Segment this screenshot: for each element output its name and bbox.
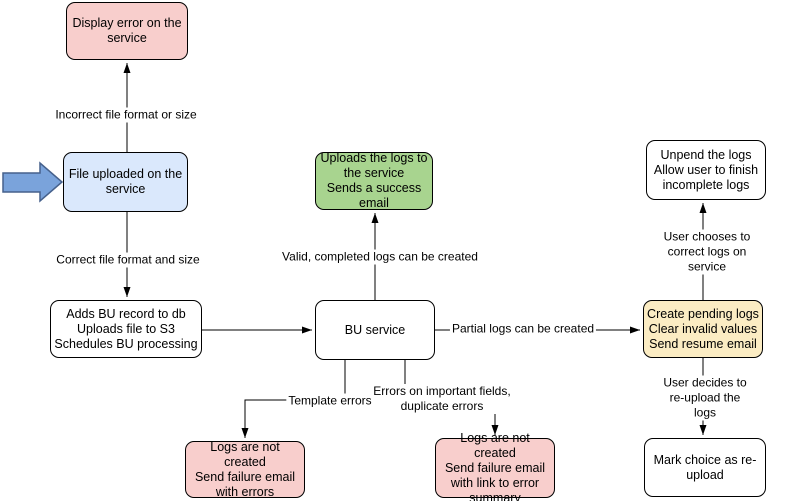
node-uploads-logs: Uploads the logs to the service Sends a …	[315, 151, 433, 210]
edge-label-user-correct: User chooses to correct logs on service	[660, 229, 754, 275]
edge-label-incorrect-format: Incorrect file format or size	[53, 107, 199, 123]
entry-arrow-icon	[2, 161, 64, 203]
node-file-uploaded-label: File uploaded on the service	[68, 167, 183, 196]
node-uploads-logs-label: Uploads the logs to the service Sends a …	[320, 151, 428, 210]
node-bu-service: BU service	[315, 300, 435, 360]
node-mark-choice: Mark choice as re- upload	[644, 438, 766, 497]
edge-label-template-errors: Template errors	[286, 393, 374, 409]
node-unpend-logs-label: Unpend the logs Allow user to finish inc…	[653, 147, 759, 192]
node-display-error-label: Display error on the service	[72, 16, 182, 45]
node-create-pending-label: Create pending logs Clear invalid values…	[647, 306, 759, 351]
node-bu-service-label: BU service	[344, 322, 406, 337]
edge-label-partial-logs: Partial logs can be created	[449, 321, 597, 337]
edge-label-important-errors: Errors on important fields, duplicate er…	[371, 384, 513, 414]
node-logs-fail-errors-label: Logs are not created Send failure email …	[194, 439, 296, 499]
node-display-error: Display error on the service	[66, 2, 188, 60]
node-logs-fail-summary: Logs are not created Send failure email …	[435, 431, 555, 501]
node-adds-bu-record-label: Adds BU record to db Uploads file to S3 …	[54, 306, 198, 351]
node-logs-fail-errors: Logs are not created Send failure email …	[185, 439, 305, 499]
node-mark-choice-label: Mark choice as re- upload	[653, 452, 757, 482]
node-file-uploaded: File uploaded on the service	[63, 152, 188, 212]
edge-label-correct-format: Correct file format and size	[54, 252, 202, 268]
node-create-pending: Create pending logs Clear invalid values…	[643, 300, 763, 358]
node-logs-fail-summary-label: Logs are not created Send failure email …	[444, 430, 546, 501]
node-adds-bu-record: Adds BU record to db Uploads file to S3 …	[50, 300, 202, 358]
node-unpend-logs: Unpend the logs Allow user to finish inc…	[646, 140, 766, 200]
edge-label-user-reupload: User decides to re-upload the logs	[657, 375, 753, 421]
edge-label-valid-logs: Valid, completed logs can be created	[280, 249, 480, 265]
